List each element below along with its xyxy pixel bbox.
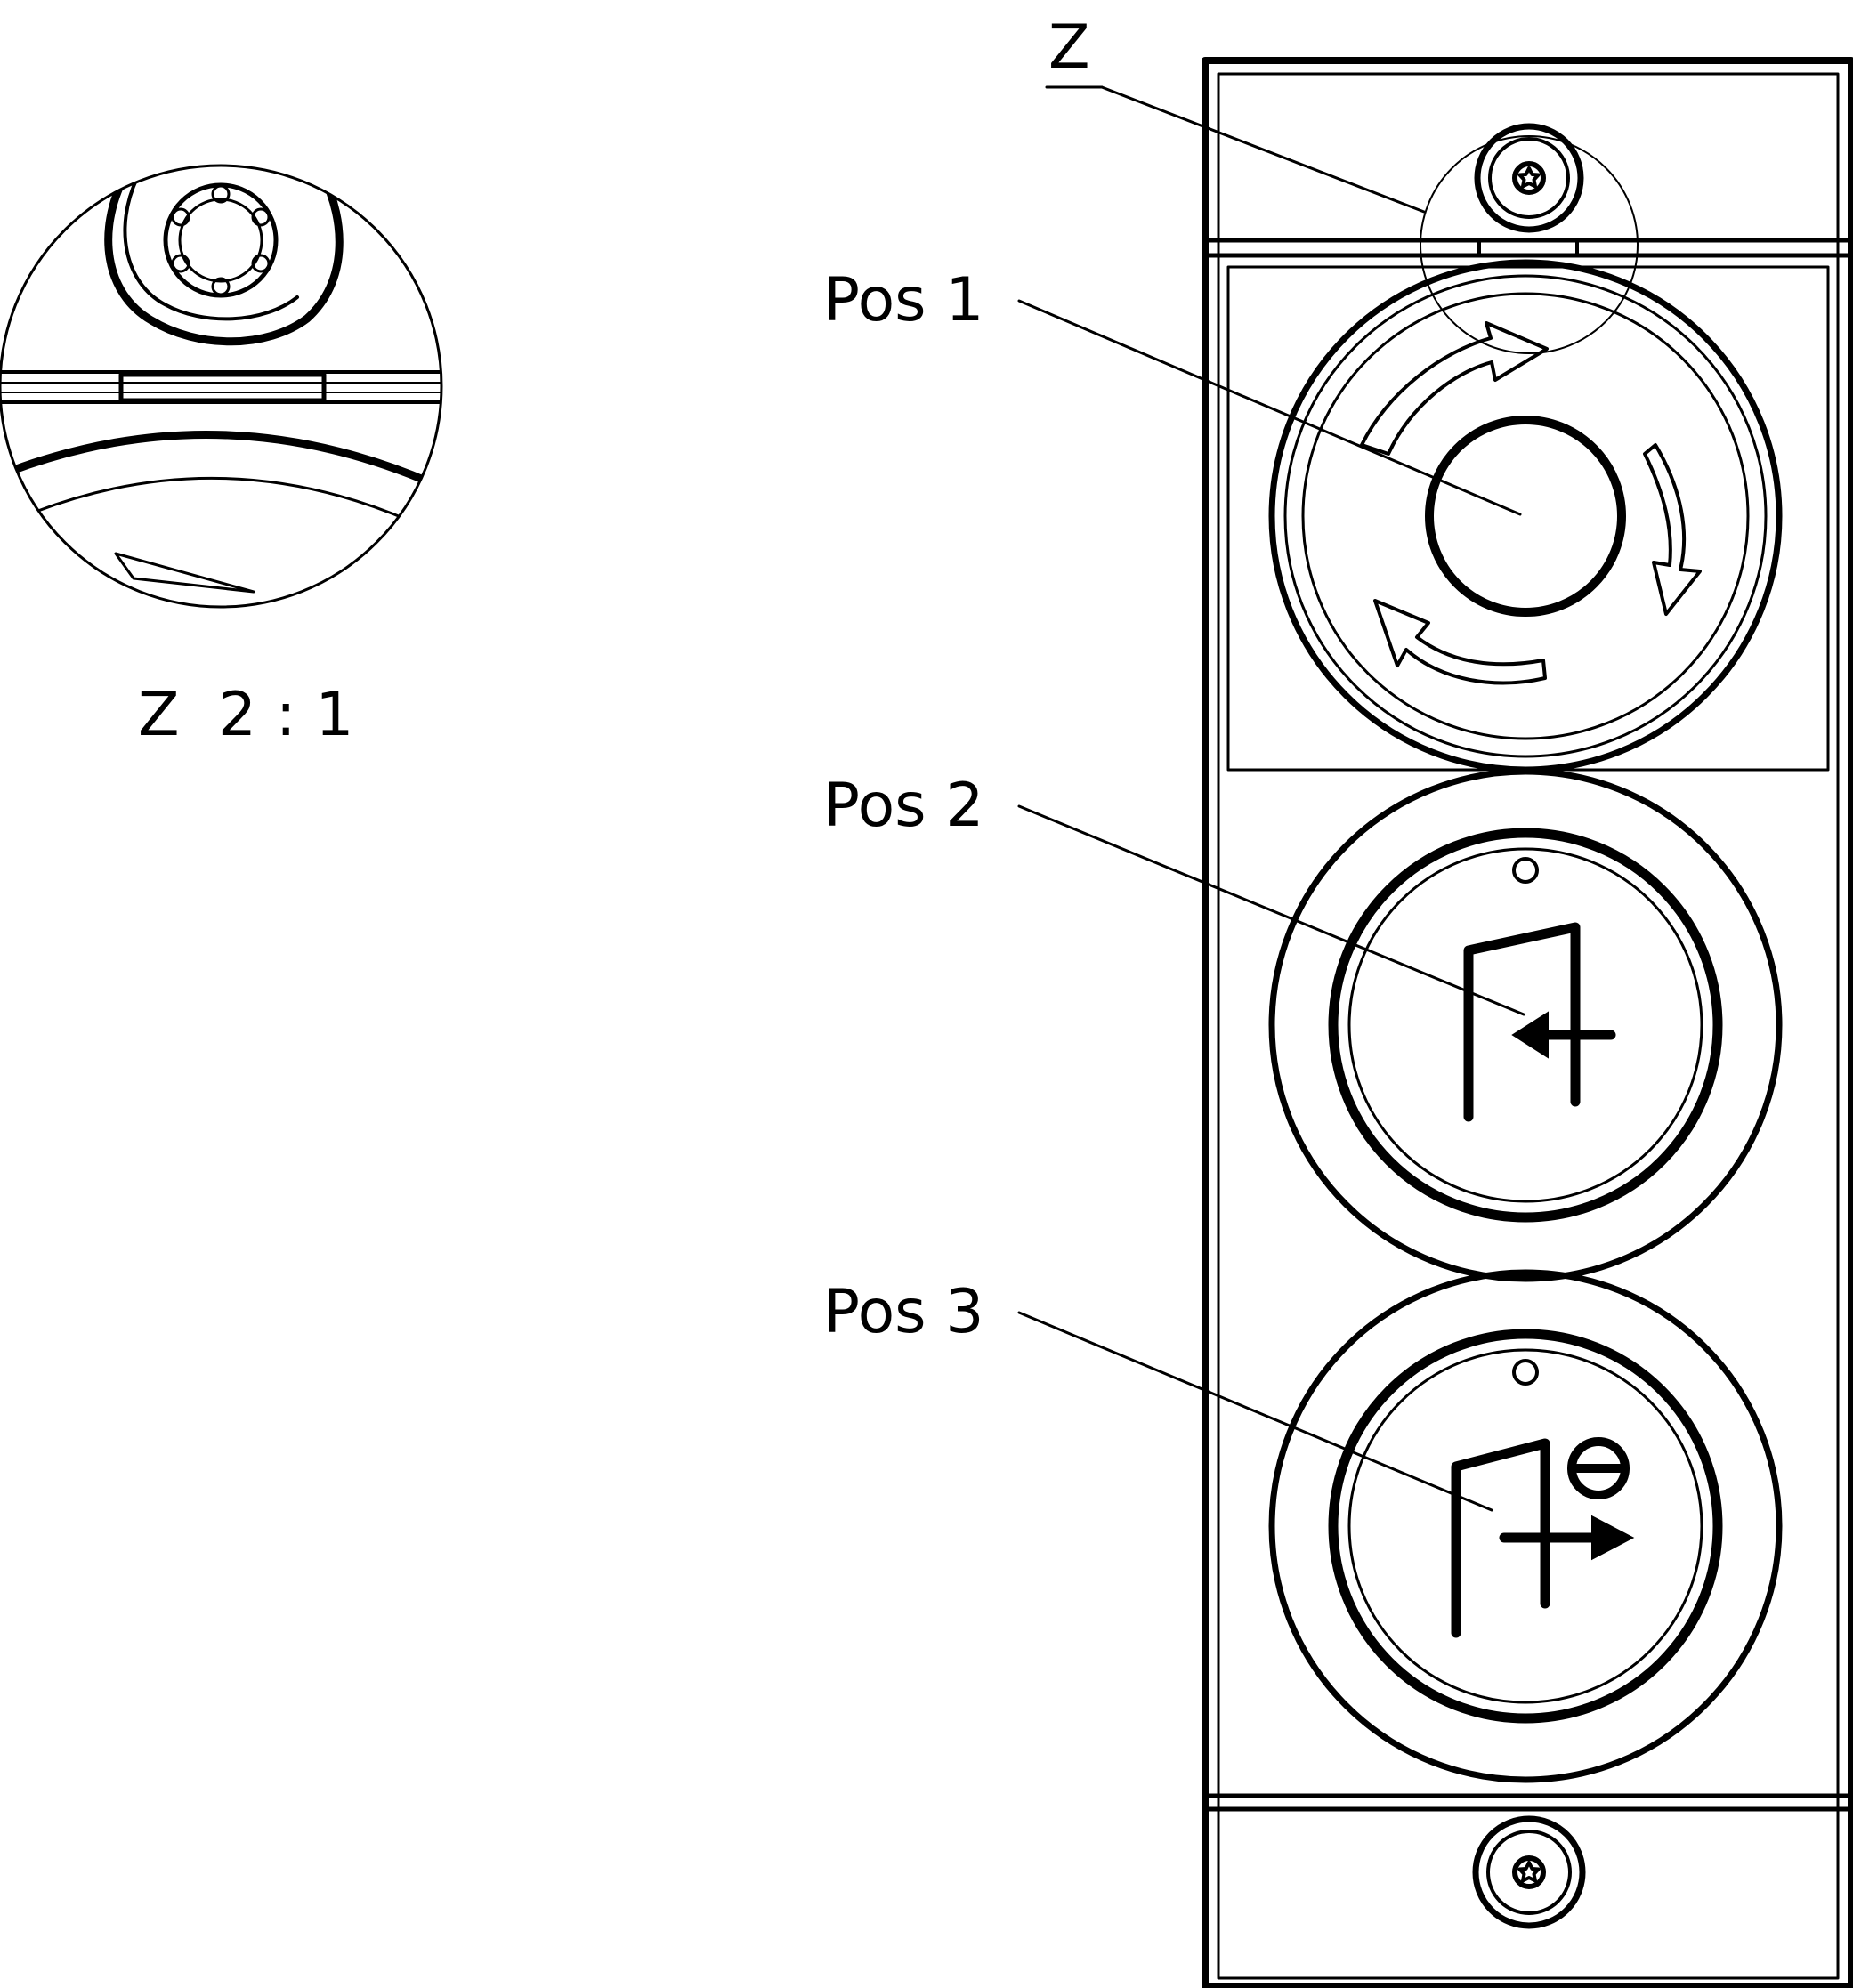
torx-screw-icon xyxy=(163,182,279,298)
label-pos2-text: Pos 2 xyxy=(823,771,984,841)
torx-screw-icon xyxy=(1515,1858,1543,1887)
detail-caption: Z 2 : 1 xyxy=(138,680,353,750)
door-entry-button-icon xyxy=(1463,922,1616,1122)
label-z-text: Z xyxy=(1048,12,1090,83)
emergency-stop-button xyxy=(1268,259,1783,773)
detail-view-z xyxy=(0,164,443,609)
pos3-button xyxy=(1268,1269,1783,1783)
top-screw xyxy=(1474,123,1584,233)
detail-z-marker-circle xyxy=(1420,135,1639,354)
bottom-screw xyxy=(1472,1815,1586,1929)
label-pos1-text: Pos 1 xyxy=(823,265,984,335)
enclosure xyxy=(1202,57,1853,1988)
label-pos3: Pos 3 xyxy=(823,1277,1493,1512)
label-pos1: Pos 1 xyxy=(823,265,1522,516)
label-pos3-text: Pos 3 xyxy=(823,1277,984,1347)
label-pos2: Pos 2 xyxy=(823,771,1525,1016)
door-exit-button-icon xyxy=(1451,1437,1635,1638)
label-z: Z xyxy=(1045,12,1426,214)
torx-screw-icon xyxy=(1515,164,1543,192)
pos2-button xyxy=(1268,768,1783,1282)
